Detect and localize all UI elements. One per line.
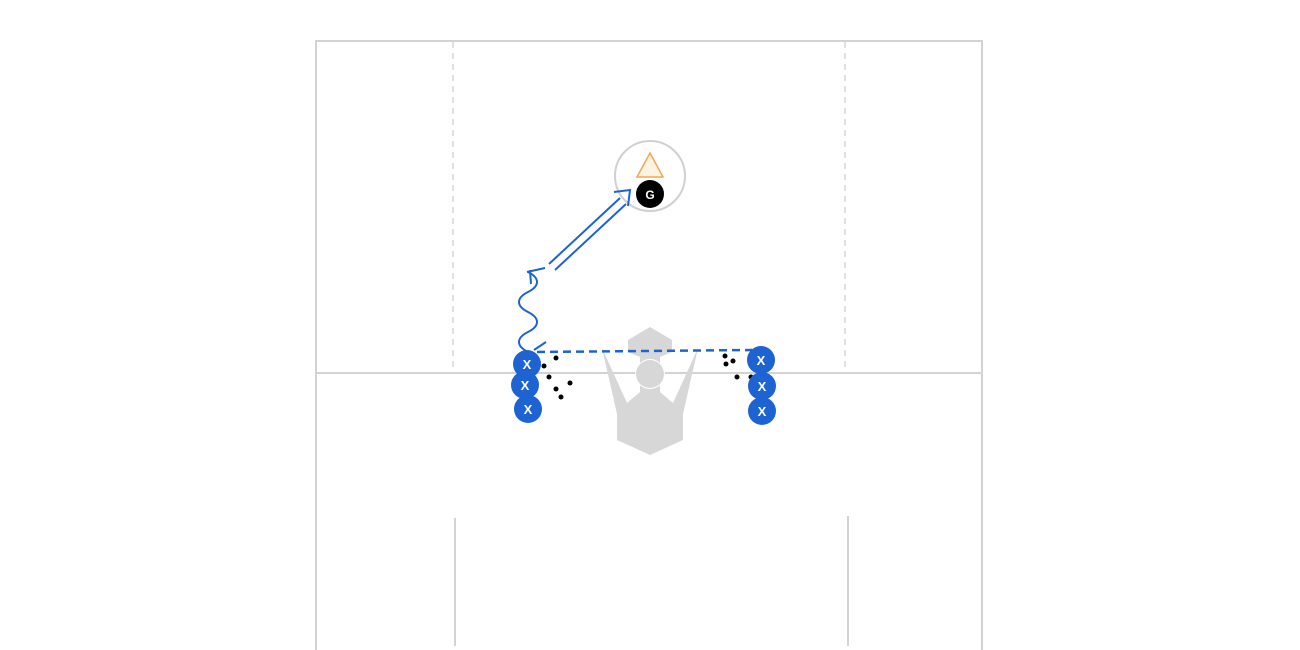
player-x: X (748, 372, 776, 400)
cone-icon (635, 151, 665, 178)
svg-text:X: X (524, 402, 533, 417)
svg-text:X: X (758, 379, 767, 394)
player-x: X (514, 395, 542, 423)
svg-text:G: G (645, 188, 654, 202)
player-x: X (513, 350, 541, 378)
player-x: X (511, 371, 539, 399)
goalie: G (636, 180, 664, 208)
svg-text:X: X (521, 378, 530, 393)
field (315, 40, 983, 650)
svg-text:X: X (757, 353, 766, 368)
dodge-start-tick (533, 341, 547, 351)
dashed-pass (536, 348, 753, 354)
player-x: X (747, 346, 775, 374)
cone-station (614, 140, 686, 212)
player-line-left: X X X (511, 350, 542, 423)
pass-arrowhead (613, 188, 632, 207)
goal-logo-icon (602, 327, 698, 455)
player-line-right: X X X (747, 346, 776, 425)
double-line-pass (548, 188, 632, 271)
dodge-arrowhead (526, 267, 546, 285)
player-x: X (748, 397, 776, 425)
svg-text:X: X (758, 404, 767, 419)
wavy-dodge-path (518, 271, 538, 353)
svg-text:X: X (523, 357, 532, 372)
